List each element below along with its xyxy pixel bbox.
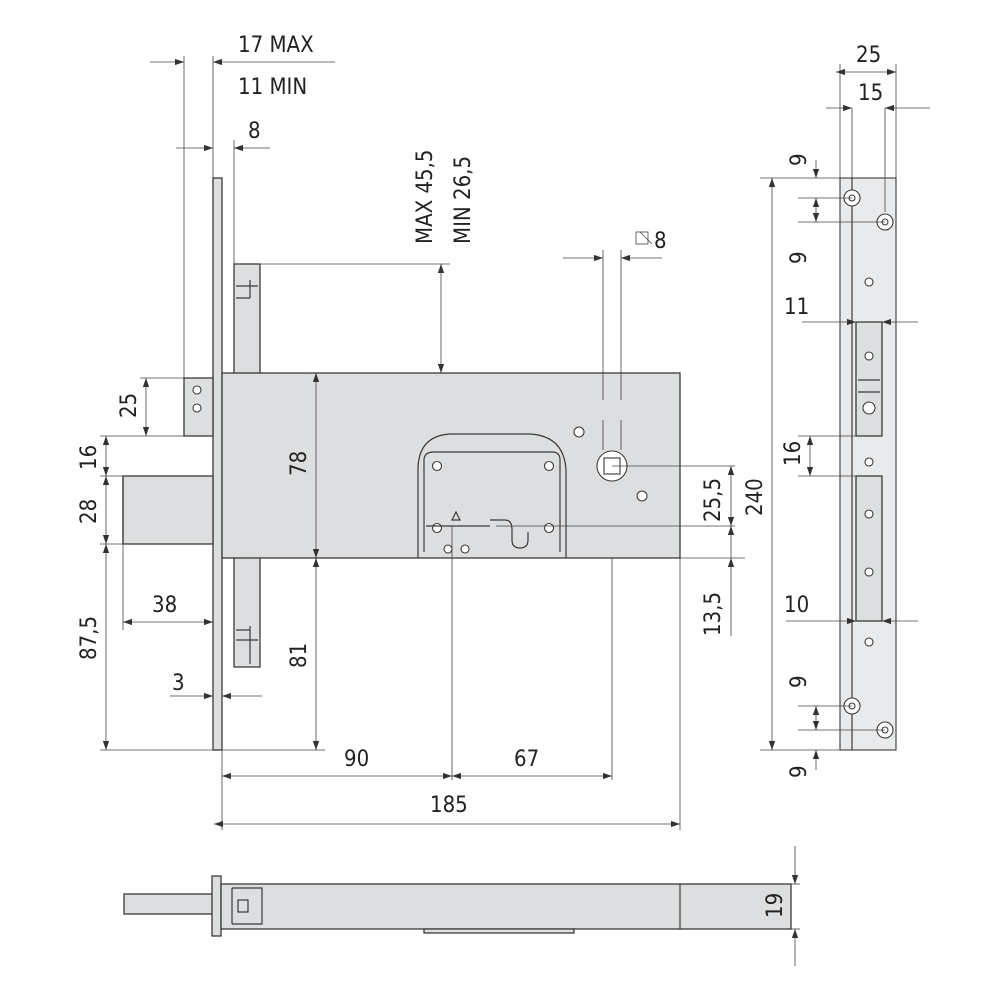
label-case-depth: 19 bbox=[763, 893, 788, 918]
label-hole-bot-a: 9 bbox=[787, 675, 812, 688]
label-plate-length: 240 bbox=[743, 478, 768, 516]
label-hole-bot-b: 9 bbox=[787, 765, 812, 778]
upper-rod bbox=[233, 263, 261, 375]
label-case-top-max: MAX 45,5 bbox=[413, 149, 438, 244]
label-faceplate-offset: 8 bbox=[248, 119, 261, 144]
label-total-length: 185 bbox=[430, 793, 468, 818]
faceplate bbox=[212, 177, 223, 751]
label-key-to-spindle: 67 bbox=[514, 747, 539, 772]
extension-lines bbox=[100, 56, 745, 830]
deadbolt bbox=[122, 475, 214, 545]
label-bolt-throw: 38 bbox=[152, 593, 177, 618]
label-lower-length: 81 bbox=[287, 643, 312, 668]
lower-rod bbox=[233, 556, 261, 668]
label-backset-max: 17 MAX bbox=[238, 33, 314, 58]
bottom-view bbox=[123, 846, 800, 966]
label-case-top-min: MIN 26,5 bbox=[451, 156, 476, 244]
label-lower-offset: 87,5 bbox=[77, 616, 102, 660]
dimension-labels: 17 MAX 11 MIN 8 MAX 45,5 MIN 26,5 8 25 1… bbox=[77, 33, 883, 918]
cylinder-cutout bbox=[417, 433, 567, 558]
label-faceplate-thickness: 3 bbox=[172, 671, 185, 696]
label-spindle-to-key: 25,5 bbox=[701, 478, 726, 522]
label-slot-lower: 10 bbox=[784, 593, 809, 618]
label-key-below: 13,5 bbox=[701, 592, 726, 636]
label-case-height: 78 bbox=[287, 451, 312, 476]
label-slot-upper: 11 bbox=[784, 295, 809, 320]
label-bolt-upper: 25 bbox=[117, 393, 142, 418]
dimension-lines bbox=[102, 58, 735, 828]
square-symbol-icon bbox=[635, 231, 649, 245]
label-spindle-square: 8 bbox=[654, 229, 667, 254]
label-bolt-height: 28 bbox=[77, 499, 102, 524]
bottom-faceplate bbox=[211, 875, 222, 937]
label-slot-mid: 16 bbox=[781, 441, 806, 466]
bottom-bolt bbox=[123, 893, 215, 915]
label-backset-min: 11 MIN bbox=[238, 75, 307, 100]
label-left-to-key: 90 bbox=[344, 747, 369, 772]
front-view bbox=[122, 177, 681, 751]
label-hole-top-b: 9 bbox=[787, 251, 812, 264]
label-hole-top-a: 9 bbox=[787, 153, 812, 166]
bottom-case bbox=[220, 883, 792, 930]
side-dimension-lines bbox=[760, 64, 930, 770]
label-plate-width: 25 bbox=[856, 43, 881, 68]
side-faceplate-view bbox=[839, 177, 897, 751]
label-plate-inner: 15 bbox=[858, 81, 883, 106]
label-bolt-gap: 16 bbox=[77, 445, 102, 470]
